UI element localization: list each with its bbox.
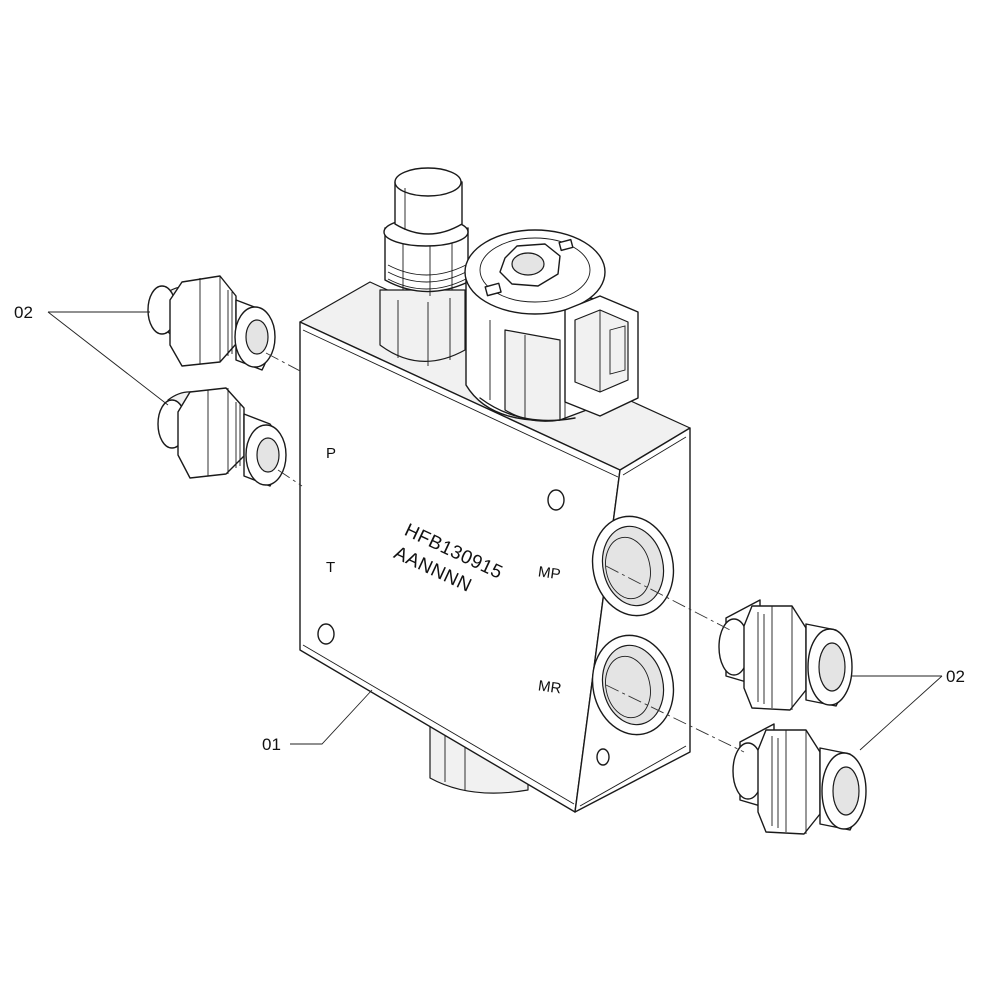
hex-plug-cartridge: [379, 167, 469, 366]
solenoid-connector: [564, 295, 639, 420]
port-label-mp: MP: [537, 563, 562, 583]
fitting-left-lower: [157, 387, 287, 487]
callout-fittings-right: 02: [946, 667, 965, 686]
fitting-right-upper: [718, 599, 853, 711]
port-label-p: P: [326, 445, 336, 462]
fitting-right-lower: [732, 723, 867, 835]
mount-hole-upper: [547, 489, 565, 511]
mr-port: [591, 634, 675, 736]
port-label-mr: MR: [537, 677, 563, 697]
assembly-center-lines: [265, 352, 745, 753]
leader-lines: [47, 311, 943, 751]
callout-valve-block: 01: [262, 735, 281, 754]
port-label-t: T: [326, 559, 335, 576]
callout-fittings-left: 02: [14, 303, 33, 322]
mount-hole-lower: [317, 623, 335, 645]
fitting-left-upper: [147, 275, 276, 371]
side-hole: [596, 748, 610, 766]
